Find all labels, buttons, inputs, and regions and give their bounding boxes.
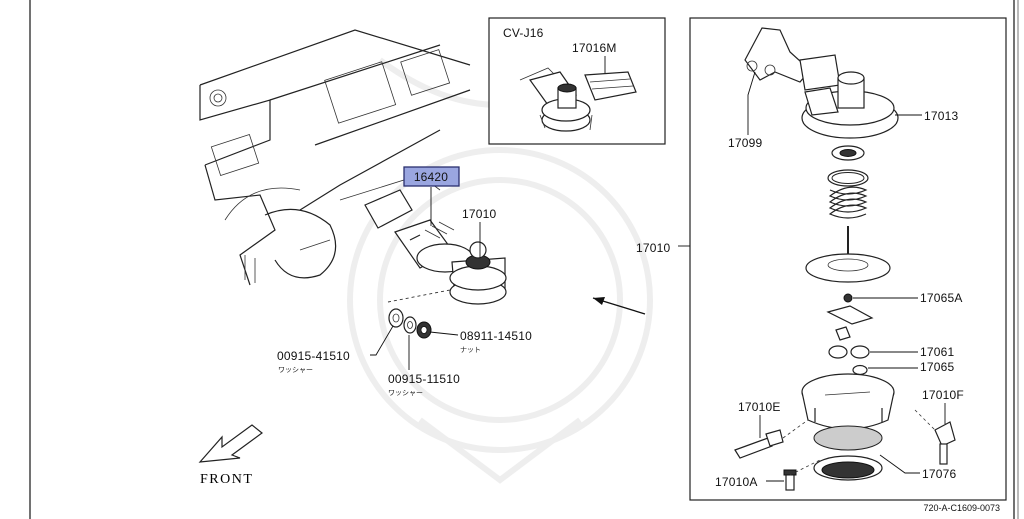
part-label-17010F: 17010F — [922, 388, 964, 402]
part-label-17010-mounted: 17010 — [462, 207, 496, 221]
exploded-view-box — [689, 17, 1007, 501]
inset-title: CV-J16 — [503, 26, 544, 40]
front-label: FRONT — [200, 472, 253, 487]
part-label-17010E: 17010E — [738, 400, 781, 414]
engine-block-drawing — [199, 29, 471, 286]
part-label-16420[interactable]: 16420 — [414, 170, 448, 184]
part-label-17065: 17065 — [920, 360, 954, 374]
reference-arrow-icon — [592, 297, 646, 315]
highlight-box[interactable] — [403, 166, 460, 187]
leader-nut — [429, 331, 459, 336]
part-label-17010A: 17010A — [715, 475, 758, 489]
part-label-00915-11510: 00915-11510 — [388, 372, 460, 386]
leader-washer-left — [370, 325, 394, 356]
part-label-17010-group: 17010 — [636, 241, 670, 255]
part-label-17065A: 17065A — [920, 291, 963, 305]
part-label-08911-14510: 08911-14510 — [460, 329, 532, 343]
fuel-pump-mounted — [364, 189, 507, 305]
part-label-17061: 17061 — [920, 345, 954, 359]
leader-17076 — [879, 454, 920, 474]
washer-nut-group — [388, 308, 432, 339]
leader-17099 — [747, 71, 756, 135]
inset-pump-drawing — [519, 67, 637, 132]
part-label-17076: 17076 — [922, 467, 956, 481]
exploded-pump-parts — [734, 27, 956, 491]
reference-code: 720-A-C1609-0073 — [923, 503, 1000, 513]
part-label-17013: 17013 — [924, 109, 958, 123]
washer-left-note: ワッシャー — [278, 366, 313, 374]
part-label-17099: 17099 — [728, 136, 762, 150]
part-label-17016M: 17016M — [572, 41, 617, 55]
washer-bottom-note: ワッシャー — [388, 389, 423, 397]
front-arrow-icon — [198, 424, 263, 463]
nut-note: ナット — [460, 346, 481, 354]
part-label-00915-41510: 00915-41510 — [277, 349, 350, 363]
assembly-dashed-line — [387, 289, 451, 303]
